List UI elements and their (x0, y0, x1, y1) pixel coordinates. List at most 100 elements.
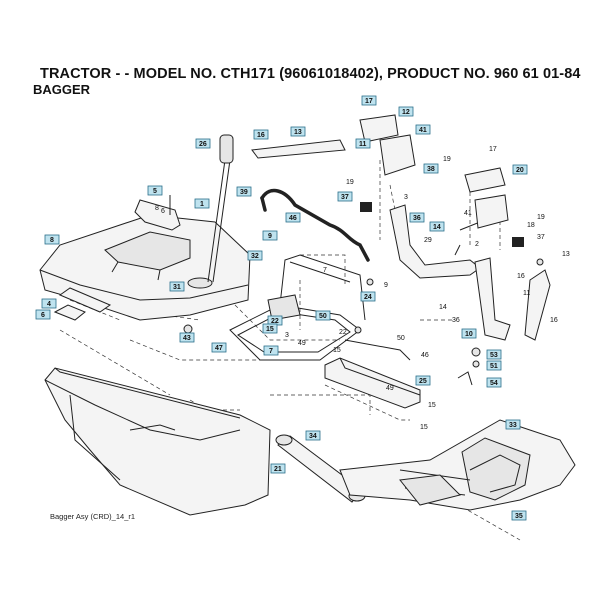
plain-label: 14 (439, 304, 447, 311)
page-title: TRACTOR - - MODEL NO. CTH171 (9606101840… (40, 66, 581, 82)
plain-label: 15 (428, 402, 436, 409)
plain-label: 3 (404, 194, 408, 201)
callout-5: 5 (147, 185, 163, 196)
bagger-bag-part (44, 367, 271, 516)
plain-label: 18 (527, 222, 535, 229)
svg-text:1: 1 (200, 201, 204, 208)
callout-41: 41 (415, 124, 431, 135)
plain-label: 50 (397, 335, 405, 342)
svg-text:33: 33 (509, 422, 517, 429)
callout-boxes: 17 12 41 16 26 13 11 38 20 5 39 1 37 36 … (35, 95, 528, 521)
svg-text:13: 13 (294, 129, 302, 136)
plain-label: 37 (537, 234, 545, 241)
plain-label: 16 (517, 273, 525, 280)
callout-20: 20 (512, 164, 528, 175)
svg-text:54: 54 (490, 380, 498, 387)
callout-8: 8 (44, 234, 60, 245)
svg-text:9: 9 (268, 233, 272, 240)
plain-label: 11 (523, 290, 530, 297)
svg-text:26: 26 (199, 141, 207, 148)
svg-text:36: 36 (413, 215, 421, 222)
callout-25: 25 (415, 375, 431, 386)
callout-36: 36 (409, 212, 425, 223)
svg-text:38: 38 (427, 166, 435, 173)
svg-text:12: 12 (402, 109, 410, 116)
bagger-cover-part (39, 214, 251, 321)
plain-callouts: 19 17 6 19 3 41 19 18 29 2 37 7 9 13 16 … (155, 146, 570, 431)
support-bar-part (324, 339, 421, 409)
callout-34: 34 (305, 430, 321, 441)
callout-9: 9 (262, 230, 278, 241)
callout-6: 6 (35, 309, 51, 320)
svg-text:17: 17 (365, 98, 373, 105)
upper-bracket-part (251, 114, 509, 229)
svg-text:51: 51 (490, 363, 498, 370)
plain-label: 9 (384, 282, 388, 289)
plain-label: 2 (475, 241, 479, 248)
svg-text:21: 21 (274, 466, 282, 473)
svg-text:25: 25 (419, 378, 427, 385)
plain-label: 41 (464, 210, 472, 217)
plain-label: 29 (424, 237, 432, 244)
svg-text:7: 7 (269, 348, 273, 355)
callout-39: 39 (236, 186, 252, 197)
plain-label: 19 (537, 214, 545, 221)
callout-4: 4 (41, 298, 57, 309)
svg-text:6: 6 (41, 312, 45, 319)
plain-label: 15 (420, 424, 428, 431)
callout-26: 26 (195, 138, 211, 149)
svg-text:16: 16 (257, 132, 265, 139)
callout-32: 32 (247, 250, 263, 261)
callout-33: 33 (505, 419, 521, 430)
svg-text:4: 4 (47, 301, 51, 308)
callout-13: 13 (290, 126, 306, 137)
callout-54: 54 (486, 377, 502, 388)
svg-text:37: 37 (341, 194, 349, 201)
callout-38: 38 (423, 163, 439, 174)
callout-51: 51 (486, 360, 502, 371)
callout-16: 16 (253, 129, 269, 140)
callout-53: 53 (486, 349, 502, 360)
callout-17: 17 (361, 95, 377, 106)
svg-text:22: 22 (271, 318, 279, 325)
plain-label: 49 (298, 340, 306, 347)
section-subtitle: BAGGER (33, 82, 91, 97)
svg-text:47: 47 (215, 345, 223, 352)
callout-12: 12 (398, 106, 414, 117)
chute-part (339, 419, 576, 511)
plain-label: 13 (562, 251, 570, 258)
callout-15: 15 (262, 323, 278, 334)
diagram-caption: Bagger Asy (CRD)_14_r1 (50, 512, 136, 521)
svg-text:31: 31 (173, 284, 181, 291)
plain-label: 15 (333, 347, 341, 354)
plain-label: 3 (285, 332, 289, 339)
svg-text:53: 53 (490, 352, 498, 359)
svg-text:50: 50 (319, 313, 327, 320)
plain-label: 8 (155, 205, 159, 212)
callout-46: 46 (285, 212, 301, 223)
wire-rod-part (260, 188, 370, 262)
hardware-part (354, 258, 544, 386)
plain-label: 46 (421, 352, 429, 359)
plain-label: 22 (339, 329, 347, 336)
callout-10: 10 (461, 328, 477, 339)
callout-11: 11 (355, 138, 371, 149)
svg-text:10: 10 (465, 331, 473, 338)
latch-bracket-part (134, 195, 181, 231)
callout-31: 31 (169, 281, 185, 292)
plain-label: 19 (443, 156, 451, 163)
svg-text:34: 34 (309, 433, 317, 440)
svg-text:15: 15 (266, 326, 274, 333)
left-brackets-part (53, 287, 193, 334)
handle-rod-part (207, 134, 234, 283)
callout-37: 37 (337, 191, 353, 202)
callout-14: 14 (429, 221, 445, 232)
callout-35: 35 (511, 510, 527, 521)
plain-label: 16 (550, 317, 558, 324)
callout-21: 21 (270, 463, 286, 474)
plain-label: 49 (386, 385, 394, 392)
plain-label: 6 (161, 208, 165, 215)
svg-text:11: 11 (359, 141, 367, 148)
right-frame-part (389, 204, 551, 341)
svg-text:35: 35 (515, 513, 523, 520)
